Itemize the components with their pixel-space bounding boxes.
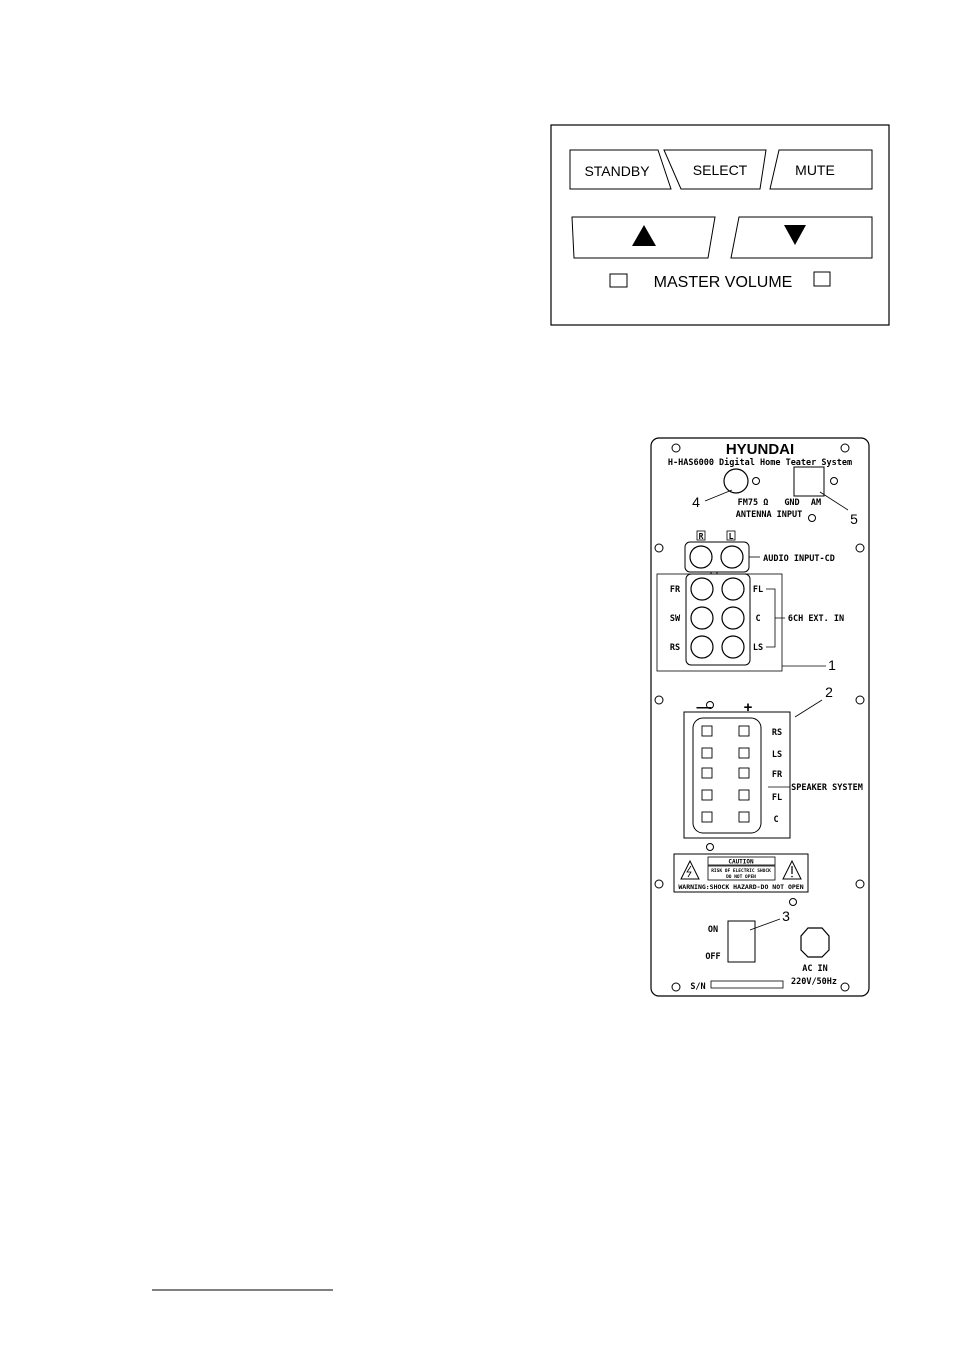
power-switch[interactable]: [727, 920, 756, 963]
callout-3: 3: [782, 908, 790, 924]
speaker-c-plus[interactable]: [738, 811, 750, 823]
electric-shock-warning-icon: [680, 859, 700, 880]
select-label: SELECT: [693, 162, 748, 178]
audio-input-r-jack[interactable]: [689, 545, 713, 569]
triangle-up-icon: [632, 225, 656, 246]
callout-2: 2: [825, 684, 833, 700]
speaker-c-minus[interactable]: [701, 811, 713, 823]
am-label: AM: [811, 498, 821, 508]
ac-in-label: AC IN: [802, 964, 828, 974]
front-control-panel: STANDBY SELECT MUTE MASTER VOLUME: [550, 124, 890, 326]
ext-in-label: 6CH EXT. IN: [788, 614, 844, 624]
voltage-label: 220V/50Hz: [791, 977, 837, 987]
ext-rs-jack[interactable]: [690, 635, 714, 659]
speaker-channel-label: C: [773, 815, 778, 825]
speaker-terminal-group: [692, 717, 762, 834]
caution-body-box: [707, 865, 776, 881]
fm-label: FM75 Ω: [738, 498, 769, 508]
model-line: H-HAS6000 Digital Home Teater System: [668, 457, 852, 468]
select-button[interactable]: SELECT: [663, 149, 767, 190]
volume-up-button[interactable]: [571, 216, 716, 259]
caution-line-1: RISK OF ELECTRIC SHOCK: [711, 868, 771, 874]
serial-number-label: S/N: [690, 982, 705, 992]
speaker-channel-label: LS: [772, 750, 782, 760]
audio-r-label: R: [699, 532, 704, 541]
ext-left-label: RS: [670, 643, 680, 653]
triangle-down-icon: [784, 225, 806, 245]
mute-button[interactable]: MUTE: [769, 149, 873, 190]
caution-title-box: [707, 856, 776, 866]
standby-label: STANDBY: [584, 163, 650, 179]
ext-right-label: LS: [753, 643, 763, 653]
master-volume-label: MASTER VOLUME: [654, 274, 793, 291]
volume-indicator-right: [813, 271, 831, 287]
audio-r-box: [696, 530, 706, 541]
ext-fr-jack[interactable]: [690, 577, 714, 601]
speaker-fr-plus[interactable]: [738, 767, 750, 779]
ac-power-socket[interactable]: [800, 927, 830, 958]
caution-line-2: DO NOT OPEN: [726, 874, 756, 880]
audio-l-label: L: [729, 532, 734, 541]
callout-5-line: [819, 491, 849, 511]
am-antenna-terminal[interactable]: [793, 466, 825, 497]
serial-number-plate: [710, 980, 784, 989]
minus-sign: —: [697, 699, 712, 716]
ext-right-label: C: [755, 614, 760, 624]
brand-logo: HYUNDAI: [726, 441, 794, 458]
callout-4: 4: [692, 494, 700, 510]
caution-title: CAUTION: [728, 859, 754, 866]
gnd-label: GND: [784, 498, 799, 508]
callout-5: 5: [850, 511, 858, 527]
antenna-input-label: ANTENNA INPUT: [736, 510, 803, 520]
ext-right-label: FL: [753, 585, 763, 595]
switch-off-label: OFF: [705, 952, 720, 962]
ext-c-jack[interactable]: [721, 606, 745, 630]
speaker-channel-label: RS: [772, 728, 782, 738]
callout-4-line: [704, 489, 733, 502]
fm-antenna-jack[interactable]: [723, 468, 749, 494]
callout-2-line: [794, 699, 823, 718]
speaker-rs-plus[interactable]: [738, 725, 750, 737]
ext-ls-jack[interactable]: [721, 635, 745, 659]
volume-down-button[interactable]: [730, 216, 873, 259]
audio-input-label: AUDIO INPUT-CD: [763, 554, 835, 564]
plus-sign: +: [744, 699, 753, 716]
speaker-ls-plus[interactable]: [738, 747, 750, 759]
speaker-channel-label: FR: [772, 770, 783, 780]
speaker-fl-plus[interactable]: [738, 789, 750, 801]
speaker-channel-label: FL: [772, 793, 782, 803]
callout-3-line: [749, 918, 781, 931]
mute-label: MUTE: [795, 162, 835, 178]
rear-panel: HYUNDAI H-HAS6000 Digital Home Teater Sy…: [650, 437, 870, 997]
speaker-rs-minus[interactable]: [701, 725, 713, 737]
ext-fl-jack[interactable]: [721, 577, 745, 601]
ext-left-label: SW: [670, 614, 681, 624]
speaker-fl-minus[interactable]: [701, 789, 713, 801]
standby-button[interactable]: STANDBY: [569, 149, 672, 190]
ext-sw-jack[interactable]: [690, 606, 714, 630]
ext-bracket: [766, 588, 785, 648]
switch-on-label: ON: [708, 925, 718, 935]
volume-indicator-left: [609, 273, 628, 288]
ext-left-label: FR: [670, 585, 681, 595]
audio-input-l-jack[interactable]: [720, 545, 744, 569]
warning-text: WARNING:SHOCK HAZARD-DO NOT OPEN: [678, 883, 803, 891]
speaker-ls-minus[interactable]: [701, 747, 713, 759]
speaker-outline: [683, 711, 791, 839]
speaker-system-label: SPEAKER SYSTEM: [791, 783, 863, 793]
callout-1: 1: [828, 657, 836, 673]
speaker-fr-minus[interactable]: [701, 767, 713, 779]
audio-l-box: [726, 530, 736, 541]
